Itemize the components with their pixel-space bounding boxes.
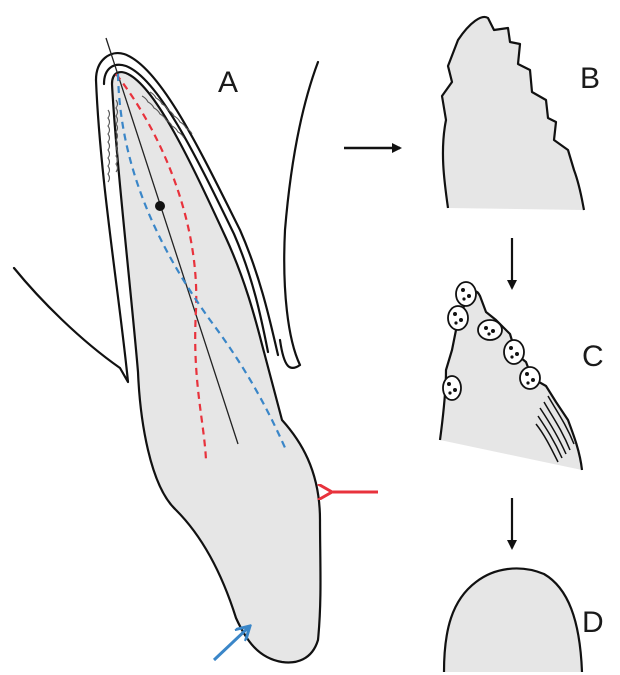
tooth-apex-rounded [444, 568, 582, 672]
osteoclast-cell [443, 376, 461, 400]
panel-c-label: C [582, 340, 604, 373]
panel-c: C [440, 282, 604, 470]
alveolar-bone-left [14, 80, 128, 382]
alveolar-bone-right [280, 62, 318, 368]
dot-icon [155, 201, 165, 211]
osteoclast-cell [520, 367, 540, 389]
osteoclast-cell [478, 320, 502, 340]
panel-b-label: B [580, 62, 600, 95]
osteoclast-cell [448, 306, 468, 330]
tooth-apex-irregular [442, 17, 584, 210]
osteoclast-cell [504, 340, 524, 364]
panel-a: A [14, 38, 378, 662]
osteoclast-cell [456, 282, 476, 306]
panel-d-label: D [582, 606, 604, 639]
blue-arrow-icon [214, 626, 250, 660]
panel-d: D [444, 568, 604, 672]
panel-b: B [442, 17, 600, 210]
panel-a-label: A [218, 66, 238, 99]
